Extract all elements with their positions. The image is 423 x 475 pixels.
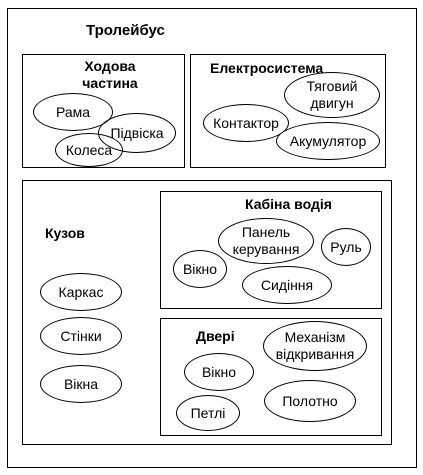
control-panel-node: Панель керування bbox=[218, 218, 314, 264]
chassis-group bbox=[22, 54, 185, 168]
cabin-label: Кабіна водія bbox=[245, 196, 332, 212]
cabin-group bbox=[160, 191, 382, 309]
body-group bbox=[22, 180, 392, 445]
doors-group bbox=[160, 318, 382, 436]
body-label: Кузов bbox=[45, 225, 85, 241]
hinges-node: Петлі bbox=[176, 395, 240, 431]
opening-mechanism-node: Механізм відкривання bbox=[263, 321, 367, 371]
diagram-frame bbox=[7, 8, 417, 468]
electric-label: Електросистема bbox=[210, 60, 324, 76]
cabin-window-node: Вікно bbox=[173, 250, 227, 288]
traction-motor-node: Тяговий двигун bbox=[284, 72, 380, 118]
diagram-title: Тролейбус bbox=[86, 22, 165, 39]
steering-wheel-node: Руль bbox=[321, 228, 371, 266]
contactor-node: Контактор bbox=[203, 104, 289, 142]
doors-label: Двері bbox=[196, 328, 235, 344]
suspension-node: Підвіска bbox=[98, 113, 176, 153]
frame-node: Рама bbox=[33, 93, 113, 131]
electric-group bbox=[190, 54, 386, 168]
seat-node: Сидіння bbox=[242, 266, 332, 304]
battery-node: Акумулятор bbox=[276, 122, 380, 160]
windows-node: Вікна bbox=[40, 365, 122, 403]
door-leaf-node: Полотно bbox=[264, 380, 356, 422]
door-window-node: Вікно bbox=[184, 353, 254, 391]
walls-node: Стінки bbox=[40, 317, 122, 355]
carcass-node: Каркас bbox=[40, 273, 122, 311]
chassis-label: Ходова частина bbox=[82, 58, 138, 91]
